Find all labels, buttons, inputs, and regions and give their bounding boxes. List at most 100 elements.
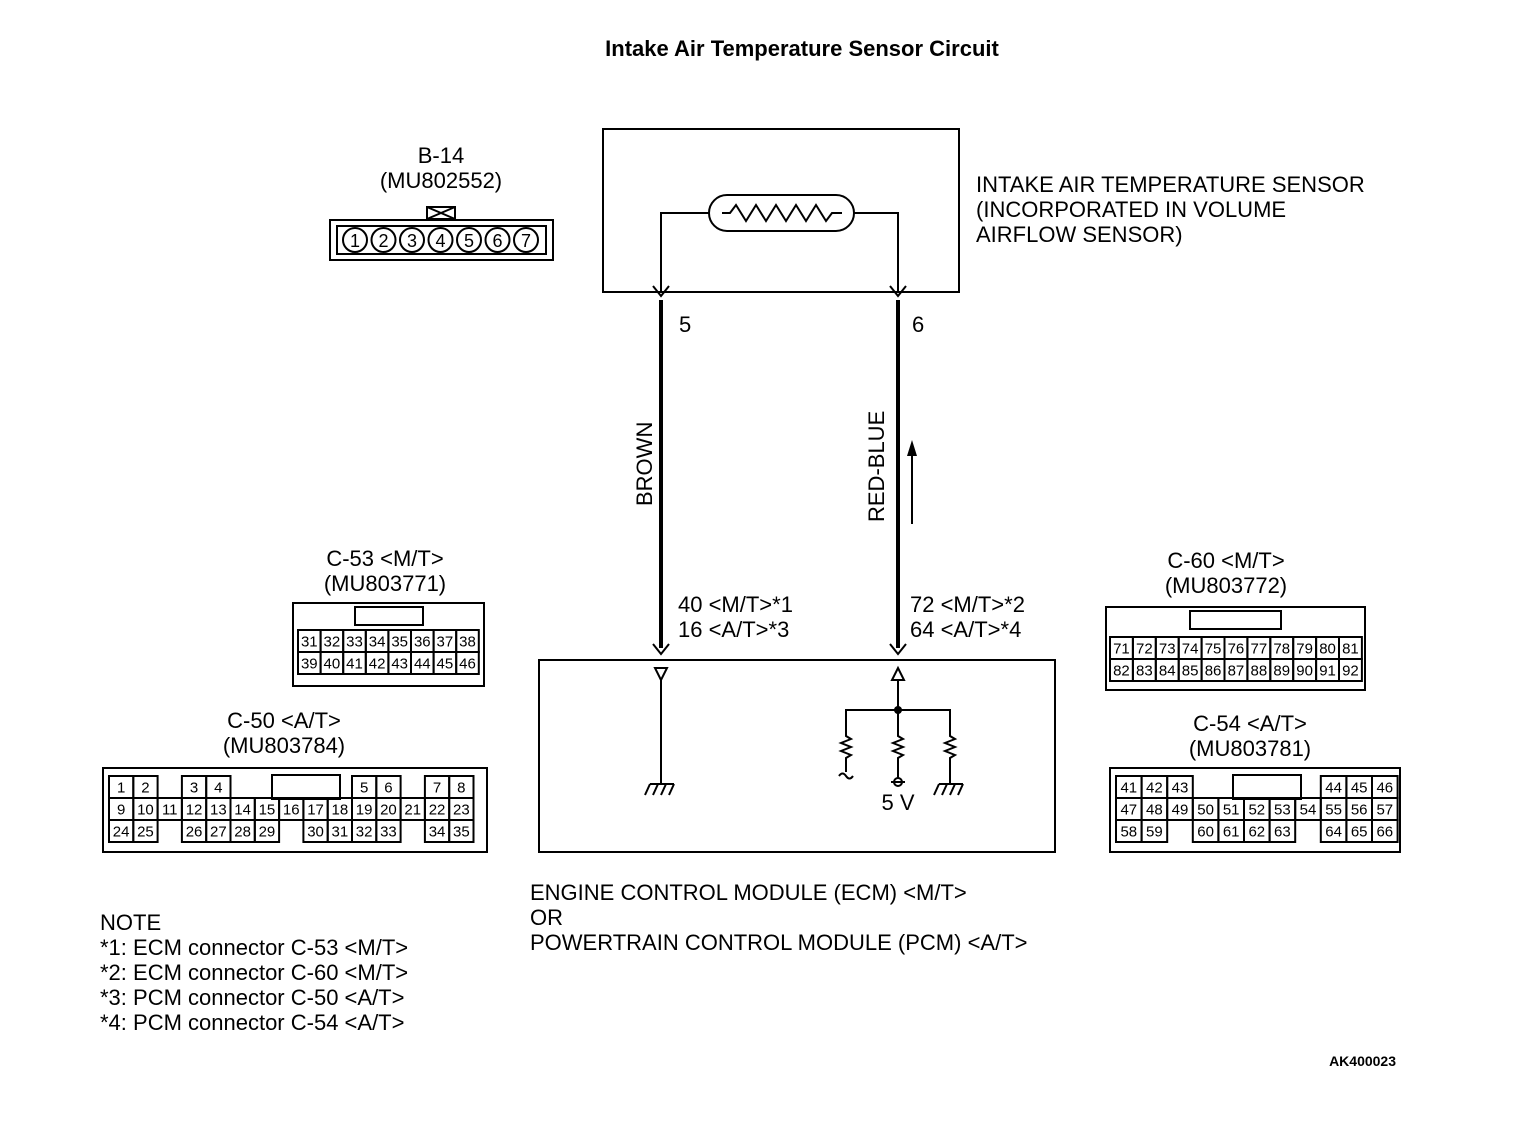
c54-pin-number: 55: [1325, 802, 1342, 819]
c54-pin-number: 62: [1248, 824, 1265, 841]
b14-pin-circle: [427, 227, 454, 253]
b14-pin-number: 3: [407, 231, 417, 251]
c60-pin-number: 80: [1319, 641, 1336, 658]
red-blue-wire-label: RED-BLUE: [864, 411, 889, 522]
c53-pin-number: 42: [369, 656, 386, 673]
c50-pin-number: 8: [457, 780, 465, 797]
b14-pin-number: 1: [350, 231, 360, 251]
c50-pin-number: 17: [307, 802, 324, 819]
c53-pin-number: 31: [301, 634, 318, 651]
c50-pin-number: 13: [210, 802, 227, 819]
c50-pin-number: 24: [113, 824, 130, 841]
c54-pin-cell: [1268, 819, 1297, 843]
c50-pin-number: 21: [404, 802, 421, 819]
ecm-pin-40-16-line-1: 40 <M/T>*1: [678, 592, 793, 617]
c50-pin-number: 6: [384, 780, 392, 797]
c60-pin-number: 89: [1273, 663, 1290, 680]
c60-pin-number: 87: [1228, 663, 1245, 680]
c50-pin-number: 5: [360, 780, 368, 797]
sensor-label-line-2: (INCORPORATED IN VOLUME: [976, 197, 1286, 222]
c50-pin-number: 14: [234, 802, 251, 819]
c60-pin-number: 83: [1136, 663, 1153, 680]
c50-pin-number: 11: [162, 802, 178, 819]
c54-pin-number: 50: [1197, 802, 1214, 819]
c54-pin-number: 47: [1120, 802, 1137, 819]
c53-pin-number: 37: [437, 634, 454, 651]
c54-pin-number: 42: [1146, 780, 1163, 797]
c54-pin-number: 41: [1120, 780, 1137, 797]
c60-pin-number: 79: [1296, 641, 1313, 658]
c53-pin-number: 40: [324, 656, 341, 673]
c54-pin-number: 53: [1274, 802, 1291, 819]
c50-pin-number: 32: [356, 824, 373, 841]
c60-pin-number: 86: [1205, 663, 1222, 680]
c53-pin-number: 34: [369, 634, 386, 651]
c53-pin-number: 36: [414, 634, 431, 651]
c50-pin-number: 29: [259, 824, 276, 841]
connector-c53-part: (MU803771): [324, 571, 446, 596]
c50-pin-cell: [448, 819, 475, 843]
figure-id: AK400023: [1329, 1053, 1396, 1069]
c50-pin-number: 34: [429, 824, 446, 841]
c54-pin-number: 51: [1223, 802, 1240, 819]
c50-pin-cell: [253, 819, 281, 843]
c60-pin-number: 84: [1159, 663, 1176, 680]
c50-pin-number: 23: [453, 802, 470, 819]
c54-pin-number: 66: [1376, 824, 1393, 841]
c54-pin-number: 44: [1325, 780, 1342, 797]
c53-pin-number: 44: [414, 656, 431, 673]
c50-pin-number: 20: [380, 802, 397, 819]
intake-air-temperature-sensor: [602, 128, 960, 298]
c53-pin-cell: [455, 651, 480, 675]
connector-c54-part: (MU803781): [1189, 736, 1311, 761]
connector-c53-name: C-53 <M/T>: [326, 546, 443, 571]
connector-c60-part: (MU803772): [1165, 573, 1287, 598]
c53-pin-number: 45: [437, 656, 454, 673]
c50-pin-number: 31: [332, 824, 349, 841]
module-label-line-2: OR: [530, 905, 563, 930]
c60-pin-number: 73: [1159, 641, 1176, 658]
c50-pin-number: 28: [234, 824, 251, 841]
brown-wire-label: BROWN: [632, 422, 657, 506]
ecm-pin-40-16-line-2: 16 <A/T>*3: [678, 617, 789, 642]
c54-pin-number: 61: [1223, 824, 1240, 841]
c54-pin-number: 52: [1248, 802, 1265, 819]
c60-pin-number: 92: [1342, 663, 1359, 680]
note-item-2: *2: ECM connector C-60 <M/T>: [100, 960, 408, 985]
c54-pin-number: 65: [1351, 824, 1368, 841]
b14-pin-circle: [342, 227, 368, 253]
c54-pin-number: 58: [1120, 824, 1137, 841]
c53-pin-number: 38: [459, 634, 476, 651]
c50-pin-number: 16: [283, 802, 300, 819]
c50-pin-cell: [132, 819, 159, 843]
b14-pin-circle: [456, 227, 482, 253]
b14-pin-number: 4: [435, 231, 445, 251]
sensor-pin-6: 6: [912, 312, 924, 337]
b14-pin-number: 5: [464, 231, 474, 251]
c50-pin-number: 7: [433, 780, 441, 797]
c50-pin-number: 1: [117, 780, 125, 797]
sensor-label-line-3: AIRFLOW SENSOR): [976, 222, 1183, 247]
c60-pin-cell: [1338, 658, 1363, 682]
c54-pin-cell: [1140, 819, 1169, 843]
c50-pin-number: 9: [117, 802, 125, 819]
c60-pin-number: 90: [1296, 663, 1313, 680]
c54-pin-number: 48: [1146, 802, 1163, 819]
ecm-pcm-module: [538, 659, 1056, 853]
b14-pin-circle: [399, 227, 425, 253]
c54-pin-number: 64: [1325, 824, 1342, 841]
connector-c60-name: C-60 <M/T>: [1167, 548, 1284, 573]
connector-c54-name: C-54 <A/T>: [1193, 711, 1307, 736]
c50-pin-number: 2: [141, 780, 149, 797]
c60-pin-number: 75: [1205, 641, 1222, 658]
ecm-pin-72-64-line-1: 72 <M/T>*2: [910, 592, 1025, 617]
c54-pin-number: 57: [1376, 802, 1393, 819]
c50-pin-number: 15: [259, 802, 276, 819]
c54-pin-number: 63: [1274, 824, 1291, 841]
c50-pin-number: 3: [190, 780, 198, 797]
note-heading: NOTE: [100, 910, 161, 935]
